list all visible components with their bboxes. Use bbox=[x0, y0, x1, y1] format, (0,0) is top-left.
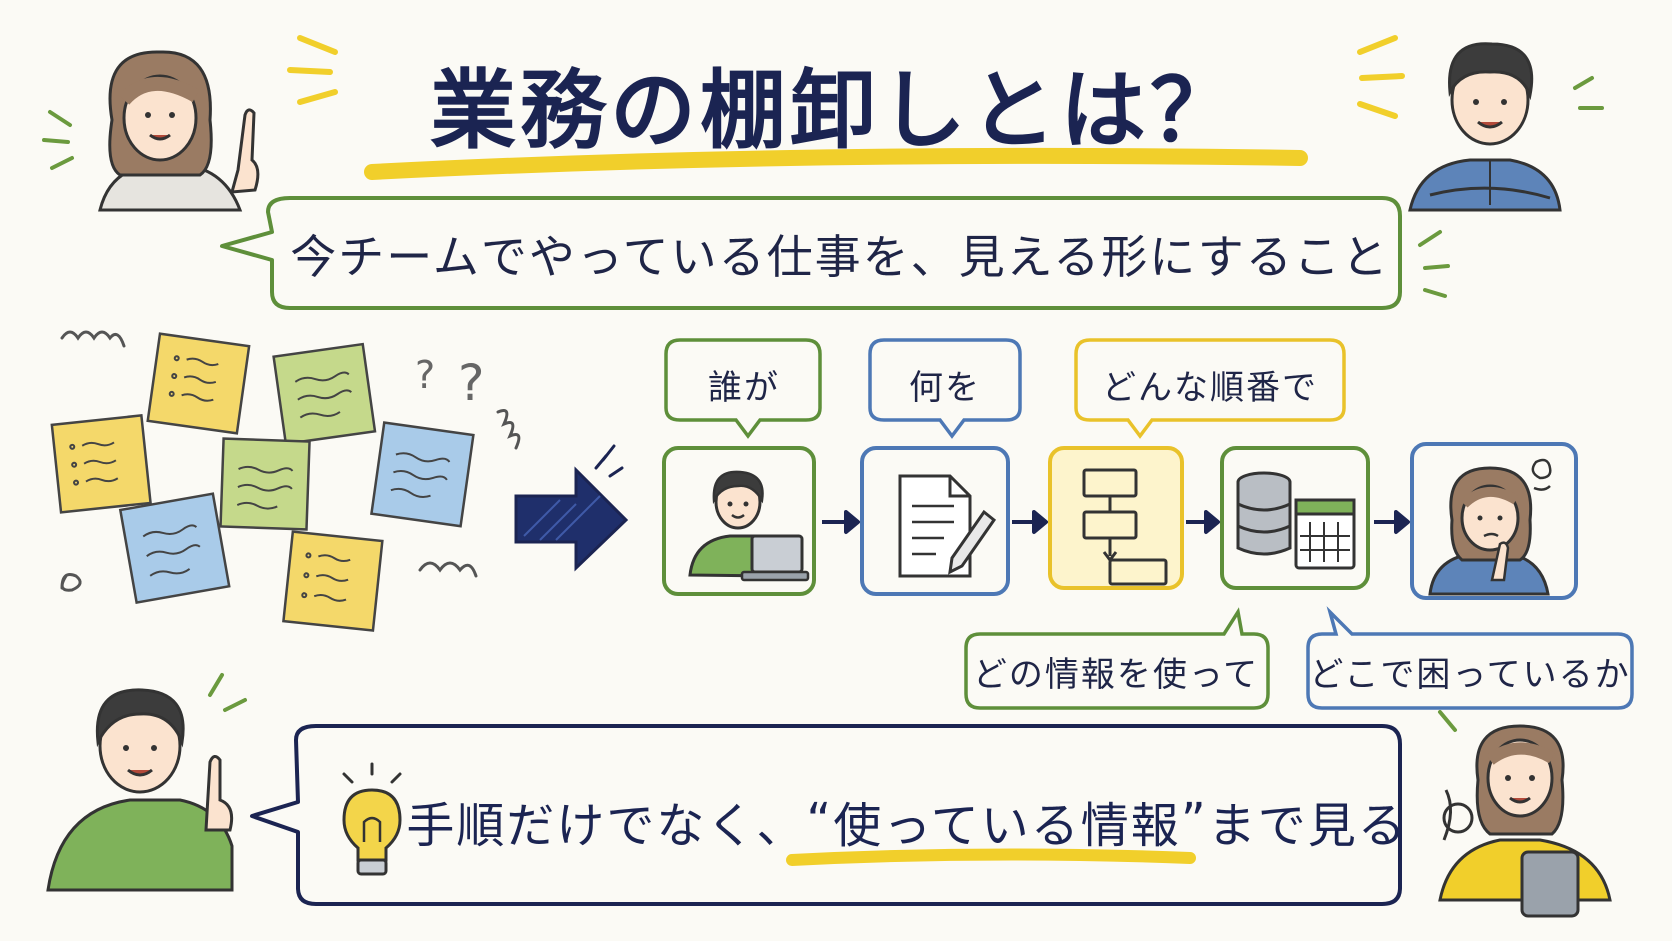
person-laptop-icon bbox=[688, 470, 810, 582]
tip-open-quote: “ bbox=[806, 793, 834, 849]
tip-close-quote: ” bbox=[1180, 793, 1208, 849]
sticky-note bbox=[282, 530, 384, 632]
tip-text: 手順だけでなく、 “ 使っている情報 ” まで見る bbox=[406, 778, 1405, 864]
question-mark-2: ? bbox=[458, 354, 485, 412]
sticky-note bbox=[219, 437, 311, 531]
tag-what-bubble bbox=[868, 338, 1022, 439]
flowchart-icon bbox=[1082, 468, 1168, 586]
tag-trouble-label: どこで困っているか bbox=[1309, 654, 1631, 695]
sticky-note bbox=[50, 414, 152, 514]
man-arms-crossed-icon bbox=[1408, 42, 1562, 212]
tag-info-label: どの情報を使って bbox=[972, 654, 1260, 695]
sticky-notes bbox=[50, 332, 475, 632]
subtitle-text: 今チームでやっている仕事を、見える形にすること bbox=[290, 230, 1390, 284]
sticky-note bbox=[272, 342, 377, 446]
tip-pre: 手順だけでなく、 bbox=[406, 798, 807, 854]
sticky-note bbox=[118, 492, 231, 605]
light-bulb-icon bbox=[342, 762, 402, 876]
big-arrow-icon bbox=[514, 444, 629, 572]
spark-lines-left bbox=[287, 35, 338, 105]
man-pointing-icon bbox=[46, 688, 234, 892]
sticky-note bbox=[146, 332, 251, 435]
tip-post: まで見る bbox=[1207, 798, 1408, 854]
sticky-note bbox=[370, 421, 475, 528]
document-pen-icon bbox=[898, 474, 997, 578]
database-calendar-icon bbox=[1236, 471, 1356, 570]
page-title: 業務の棚卸しとは？ bbox=[430, 60, 1240, 161]
tag-order-label: どんな順番で bbox=[1102, 367, 1318, 408]
tag-who-label: 誰が bbox=[708, 367, 780, 408]
subtitle-bubble bbox=[220, 196, 1402, 310]
spark-lines-right bbox=[1357, 35, 1405, 119]
tip-highlight: 使っている情報 bbox=[833, 798, 1181, 854]
question-mark-1: ? bbox=[415, 353, 435, 397]
tag-info-bubble bbox=[964, 607, 1270, 710]
spark-lines-green bbox=[42, 76, 1604, 732]
tip-highlight-underline bbox=[786, 848, 1196, 866]
tag-who-bubble bbox=[664, 338, 822, 439]
scribble-decorations bbox=[60, 330, 521, 592]
flow-arrows bbox=[822, 510, 1410, 534]
tag-what-label: 何を bbox=[909, 367, 981, 408]
woman-ok-sign-icon bbox=[1438, 724, 1612, 918]
woman-pointing-icon bbox=[98, 50, 260, 212]
thinking-person-icon bbox=[1428, 458, 1552, 596]
tag-trouble-bubble bbox=[1306, 606, 1634, 710]
title-underline bbox=[364, 147, 1308, 180]
tag-order-bubble bbox=[1074, 338, 1346, 439]
